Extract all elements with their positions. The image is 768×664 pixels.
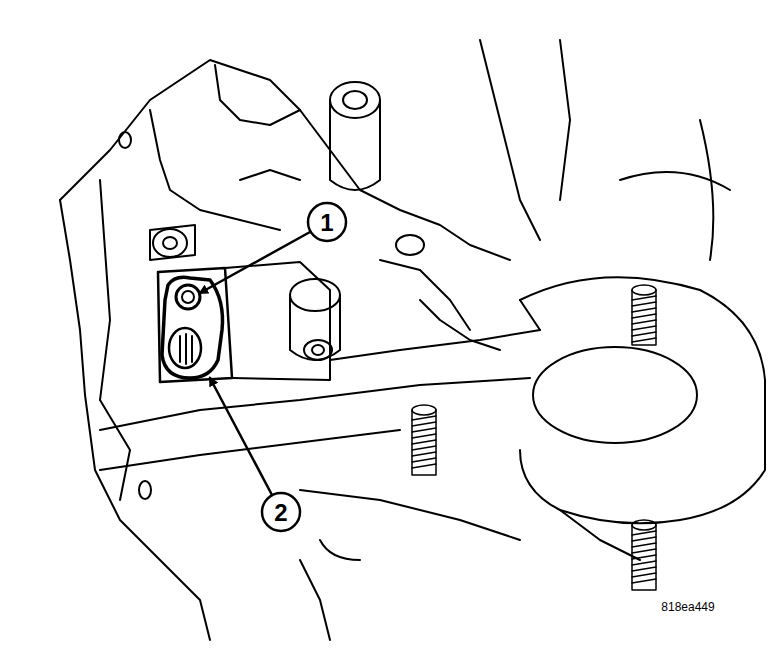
callout-number: 1 [320, 211, 333, 235]
callout-number: 2 [274, 501, 287, 525]
figure-code: 818ea449 [661, 601, 714, 613]
